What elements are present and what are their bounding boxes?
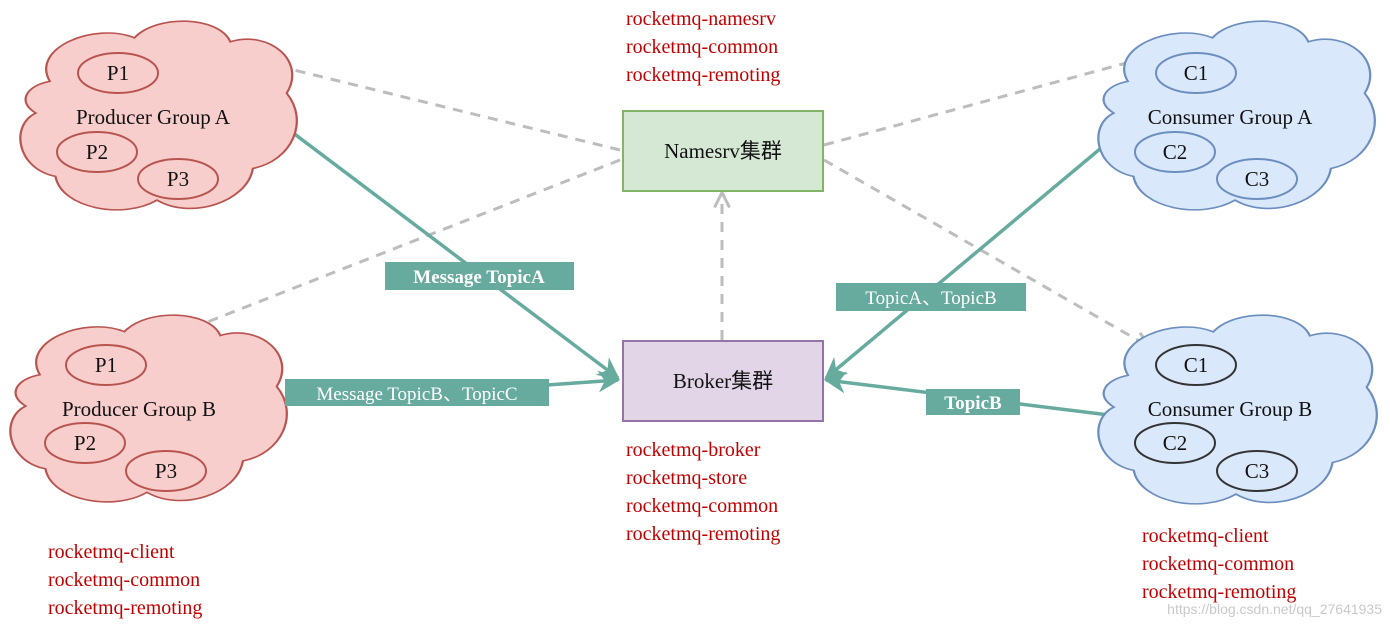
broker-cluster: Broker集群 [622,340,824,422]
namesrv-module-1: rocketmq-namesrv [626,8,776,30]
namesrv-box [622,110,824,192]
consumer-group-b-title: Consumer Group B [1148,397,1313,421]
producer-a-p3-label: P3 [167,167,189,191]
producer-group-a: Producer Group A P1 P2 P3 [20,21,296,210]
route-edge-namesrv-consumer-a [823,56,1152,147]
consumer-b-c1-label: C1 [1184,353,1209,377]
edge-label-consumer-a-bg [836,283,1026,311]
producer-a-p2 [56,131,138,173]
producer-b-p2-label: P2 [74,431,96,455]
broker-box [622,340,824,422]
edge-label-consumer-b-bg [926,389,1020,415]
namesrv-label: Namesrv集群 [664,139,782,163]
producer-a-p2-label: P2 [86,140,108,164]
namesrv-module-3: rocketmq-remoting [626,64,780,86]
namesrv-module-2: rocketmq-common [626,36,778,58]
consumer-b-c2-label: C2 [1163,431,1188,455]
producer-b-p3-label: P3 [155,459,177,483]
consumer-a-c3 [1216,158,1298,200]
producer-group-b-title: Producer Group B [62,397,216,421]
producer-group-b: Producer Group B P1 P2 P3 [10,315,286,502]
consumer-a-c1-label: C1 [1184,61,1209,85]
broker-module-3: rocketmq-common [626,495,778,517]
consumer-a-c2 [1134,131,1216,173]
producer-module-3: rocketmq-remoting [48,597,202,619]
edge-label-producer-b: Message TopicB、TopicC [316,384,517,405]
consumer-a-c2-label: C2 [1163,140,1188,164]
edge-labels: Message TopicA Message TopicB、TopicC Top… [285,262,1026,415]
producer-a-p1 [77,52,159,94]
consumer-module-2: rocketmq-common [1142,553,1294,575]
edge-label-consumer-a: TopicA、TopicB [865,288,996,309]
producer-module-1: rocketmq-client [48,541,175,563]
producer-b-p1-label: P1 [95,353,117,377]
producer-modules: rocketmq-client rocketmq-common rocketmq… [48,541,202,619]
consumer-modules: rocketmq-client rocketmq-common rocketmq… [1142,525,1296,603]
consumer-b-c2 [1134,422,1216,464]
broker-module-4: rocketmq-remoting [626,523,780,545]
message-edge-consumer-a [824,126,1127,380]
consumer-b-c1 [1155,344,1237,386]
producer-b-p1 [65,344,147,386]
producer-a-p1-label: P1 [107,61,129,85]
consumer-group-a: Consumer Group A C1 C2 C3 [1098,21,1374,210]
broker-module-2: rocketmq-store [626,467,747,489]
route-edge-namesrv-producer-b [182,158,621,332]
consumer-a-c1 [1155,52,1237,94]
consumer-module-1: rocketmq-client [1142,525,1269,547]
watermark: https://blog.csdn.net/qq_27641935 [1167,601,1382,617]
consumer-a-c3-label: C3 [1245,167,1270,191]
producer-group-a-title: Producer Group A [76,105,231,129]
edge-label-producer-a-bg [385,262,574,290]
edge-label-producer-a: Message TopicA [413,267,545,288]
namesrv-cluster: Namesrv集群 [622,110,824,192]
consumer-group-b: Consumer Group B C1 C2 C3 [1098,315,1376,504]
producer-b-p3 [125,450,207,492]
consumer-b-c3 [1216,450,1298,492]
broker-label: Broker集群 [673,369,773,393]
edge-label-consumer-b: TopicB [944,393,1002,414]
producer-module-2: rocketmq-common [48,569,200,591]
producer-b-p2 [44,422,126,464]
route-edge-namesrv-consumer-b [823,158,1148,346]
consumer-b-c3-label: C3 [1245,459,1270,483]
broker-module-1: rocketmq-broker [626,439,761,461]
namesrv-modules: rocketmq-namesrv rocketmq-common rocketm… [626,8,780,86]
message-edge-producer-a [266,112,620,380]
producer-a-p3 [137,158,219,200]
consumer-group-a-title: Consumer Group A [1148,105,1313,129]
edge-label-producer-b-bg [285,379,549,406]
consumer-module-3: rocketmq-remoting [1142,581,1296,603]
broker-modules: rocketmq-broker rocketmq-store rocketmq-… [626,439,780,545]
